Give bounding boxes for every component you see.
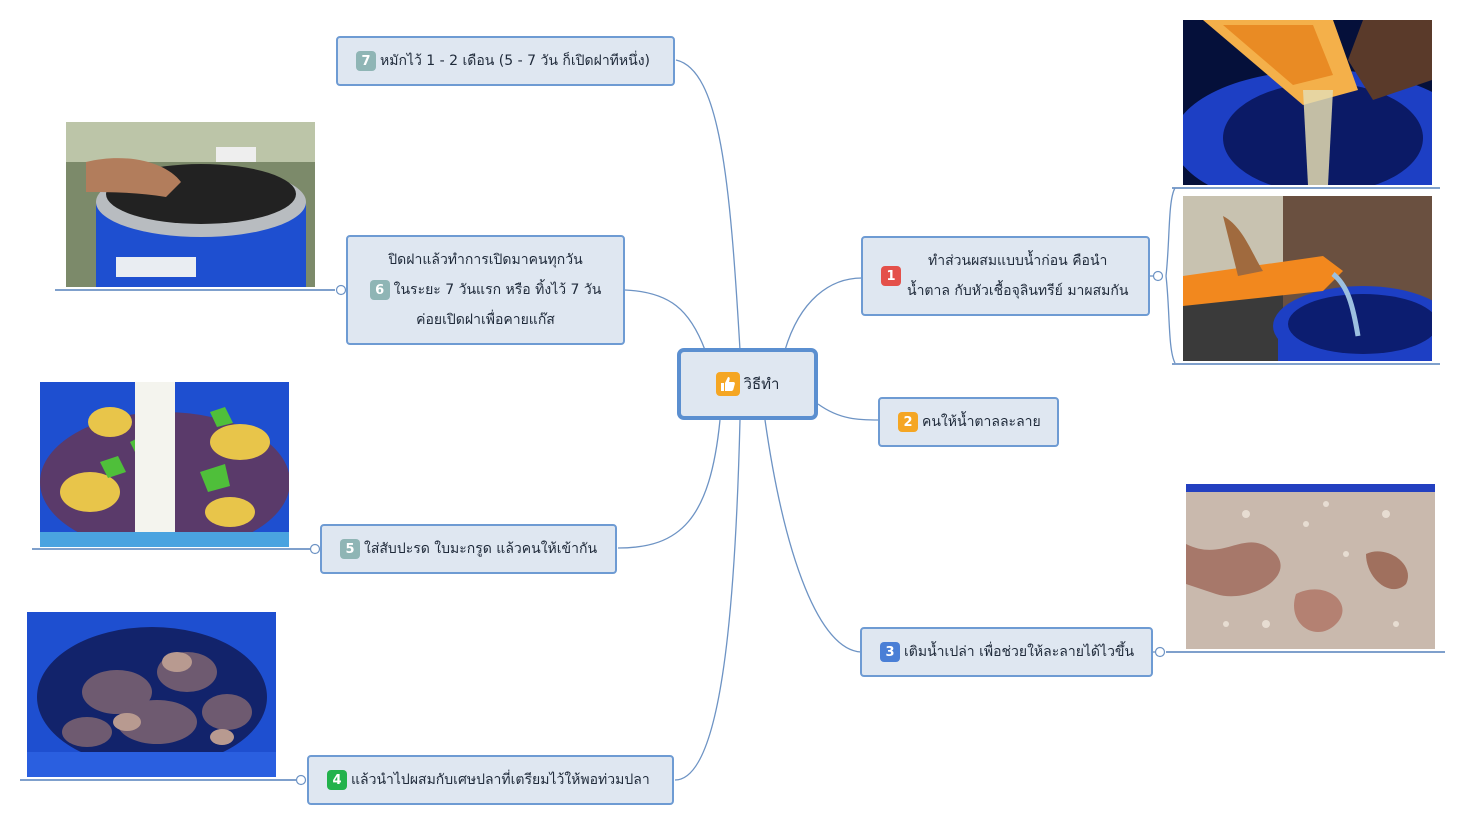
step-4-badge: 4 bbox=[327, 770, 347, 790]
central-topic[interactable]: วิธีทำ bbox=[677, 348, 818, 420]
step-4-node[interactable]: 4 แล้วนำไปผสมกับเศษปลาที่เตรียมไว้ให้พอท… bbox=[307, 755, 674, 805]
step-1-node[interactable]: 1 ทำส่วนผสมแบบน้ำก่อน คือนำ น้ำตาล กับหั… bbox=[861, 236, 1150, 316]
step-1-line-2: น้ำตาล กับหัวเชื้อจุลินทรีย์ มาผสมกัน bbox=[907, 283, 1129, 299]
step-5-node[interactable]: 5 ใส่สับปะรด ใบมะกรูด แล้วคนให้เข้ากัน bbox=[320, 524, 617, 574]
step-3-label: เติมน้ำเปล่า เพื่อช่วยให้ละลายได้ไวขึ้น bbox=[904, 644, 1135, 660]
step-1-badge: 1 bbox=[881, 266, 901, 286]
step-3-node[interactable]: 3 เติมน้ำเปล่า เพื่อช่วยให้ละลายได้ไวขึ้… bbox=[860, 627, 1153, 677]
step-1-line-1: ทำส่วนผสมแบบน้ำก่อน คือนำ bbox=[928, 253, 1108, 269]
step-5-label: ใส่สับปะรด ใบมะกรูด แล้วคนให้เข้ากัน bbox=[364, 541, 598, 557]
step-6-line-1: ปิดฝาแล้วทำการเปิดมาคนทุกวัน bbox=[388, 252, 583, 268]
photo-foamy-mixture bbox=[1186, 484, 1435, 649]
step-5-badge: 5 bbox=[340, 539, 360, 559]
photo-fish-scraps bbox=[27, 612, 276, 777]
step-2-badge: 2 bbox=[898, 412, 918, 432]
step-4-label: แล้วนำไปผสมกับเศษปลาที่เตรียมไว้ให้พอท่ว… bbox=[351, 772, 650, 788]
step-7-node[interactable]: 7 หมักไว้ 1 - 2 เดือน (5 - 7 วัน ก็เปิดฝ… bbox=[336, 36, 675, 86]
step-6-badge: 6 bbox=[369, 280, 390, 300]
central-topic-label: วิธีทำ bbox=[743, 375, 780, 393]
photo-pouring-sugar bbox=[1183, 20, 1432, 185]
photo-pineapple-leaves bbox=[40, 382, 289, 547]
thumbs-up-icon bbox=[715, 372, 740, 396]
step-6-node[interactable]: ปิดฝาแล้วทำการเปิดมาคนทุกวัน 6 ในระยะ 7 … bbox=[346, 235, 625, 345]
step-6-line-3: ค่อยเปิดฝาเพื่อคายแก๊ส bbox=[416, 312, 555, 328]
photo-closing-lid bbox=[66, 122, 315, 287]
step-2-node[interactable]: 2 คนให้น้ำตาลละลาย bbox=[878, 397, 1059, 447]
step-7-label: หมักไว้ 1 - 2 เดือน (5 - 7 วัน ก็เปิดฝาท… bbox=[380, 53, 650, 69]
step-6-line-2: ในระยะ 7 วันแรก หรือ ทิ้งไว้ 7 วัน bbox=[393, 282, 602, 298]
photo-pouring-liquid bbox=[1183, 196, 1432, 361]
step-3-badge: 3 bbox=[880, 642, 900, 662]
step-7-badge: 7 bbox=[356, 51, 376, 71]
step-2-label: คนให้น้ำตาลละลาย bbox=[922, 414, 1041, 430]
